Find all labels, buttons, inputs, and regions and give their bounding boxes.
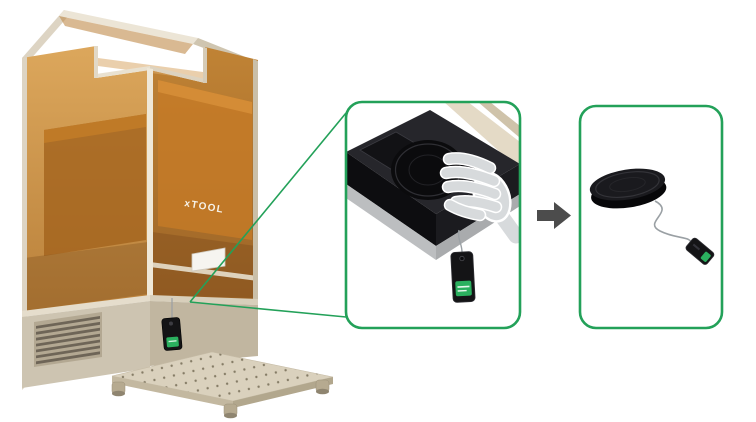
frame-edges xyxy=(22,57,258,390)
hand-icon xyxy=(439,152,520,246)
tag-logo-mark xyxy=(166,336,179,348)
callout-box-border xyxy=(578,104,724,330)
safety-tag-detail xyxy=(450,229,476,303)
callout-box-border xyxy=(344,100,522,330)
laser-machine-illustration: xTOOL xyxy=(22,10,334,419)
tag-logo-mark xyxy=(455,280,472,297)
step-arrow-icon xyxy=(537,202,571,229)
work-plate xyxy=(111,351,334,419)
accessory-box-on-shelf xyxy=(191,247,226,272)
accessory-disc xyxy=(589,168,667,209)
inner-shelf xyxy=(150,262,258,281)
accessory-dongle xyxy=(685,237,715,265)
zoom-callout-hand xyxy=(344,100,522,330)
plate-feet xyxy=(111,379,330,419)
vent-grille xyxy=(34,312,102,367)
dongle-logo-mark xyxy=(700,251,711,262)
inner-chamber xyxy=(24,80,258,311)
accessory-cable xyxy=(653,200,693,246)
zoom-callout-accessory xyxy=(578,104,724,330)
zoom-lines xyxy=(189,112,347,318)
plate-hole-grid xyxy=(112,352,333,401)
safety-tag xyxy=(161,298,183,351)
